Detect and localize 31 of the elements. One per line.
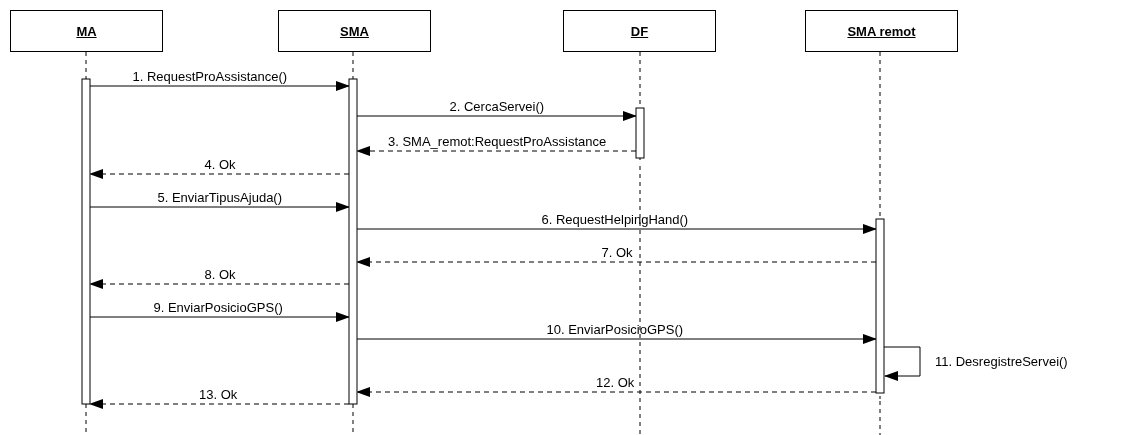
message-label: 8. Ok: [204, 267, 236, 282]
message-label: 9. EnviarPosicioGPS(): [153, 300, 283, 315]
participant-name: SMA: [340, 23, 369, 39]
message-label: 5. EnviarTipusAjuda(): [157, 190, 282, 205]
message-label: 2. CercaServei(): [449, 99, 545, 114]
message-arrow: [89, 202, 350, 212]
message-arrow: [89, 81, 350, 91]
message-label: 13. Ok: [199, 387, 238, 402]
message-arrow: [89, 169, 350, 179]
participant-lifeline: [805, 10, 958, 399]
participant-name: DF: [630, 23, 649, 39]
participant-name: MA: [76, 23, 97, 39]
message-arrow: [89, 279, 350, 289]
message-arrow: [89, 312, 350, 322]
message-arrow: [89, 399, 350, 409]
message-label: 10. EnviarPosicioGPS(): [546, 322, 684, 337]
message-arrow: [883, 346, 921, 381]
message-arrow: [356, 387, 877, 397]
message-label: 11. DesregistreServei(): [935, 353, 1068, 369]
message-label: 1. RequestProAssistance(): [132, 69, 288, 84]
message-arrow: [356, 257, 877, 267]
participant-name: SMA remot: [847, 23, 916, 39]
message-arrow: [356, 146, 637, 156]
message-arrow: [356, 111, 637, 121]
message-arrow: [356, 334, 877, 344]
message-label: 6. RequestHelpingHand(): [541, 212, 689, 227]
message-label: 12. Ok: [596, 375, 635, 390]
message-label: 4. Ok: [204, 157, 236, 172]
message-arrow: [356, 224, 877, 234]
message-label: 3. SMA_remot:RequestProAssistance: [388, 134, 607, 149]
message-label: 7. Ok: [601, 245, 633, 260]
